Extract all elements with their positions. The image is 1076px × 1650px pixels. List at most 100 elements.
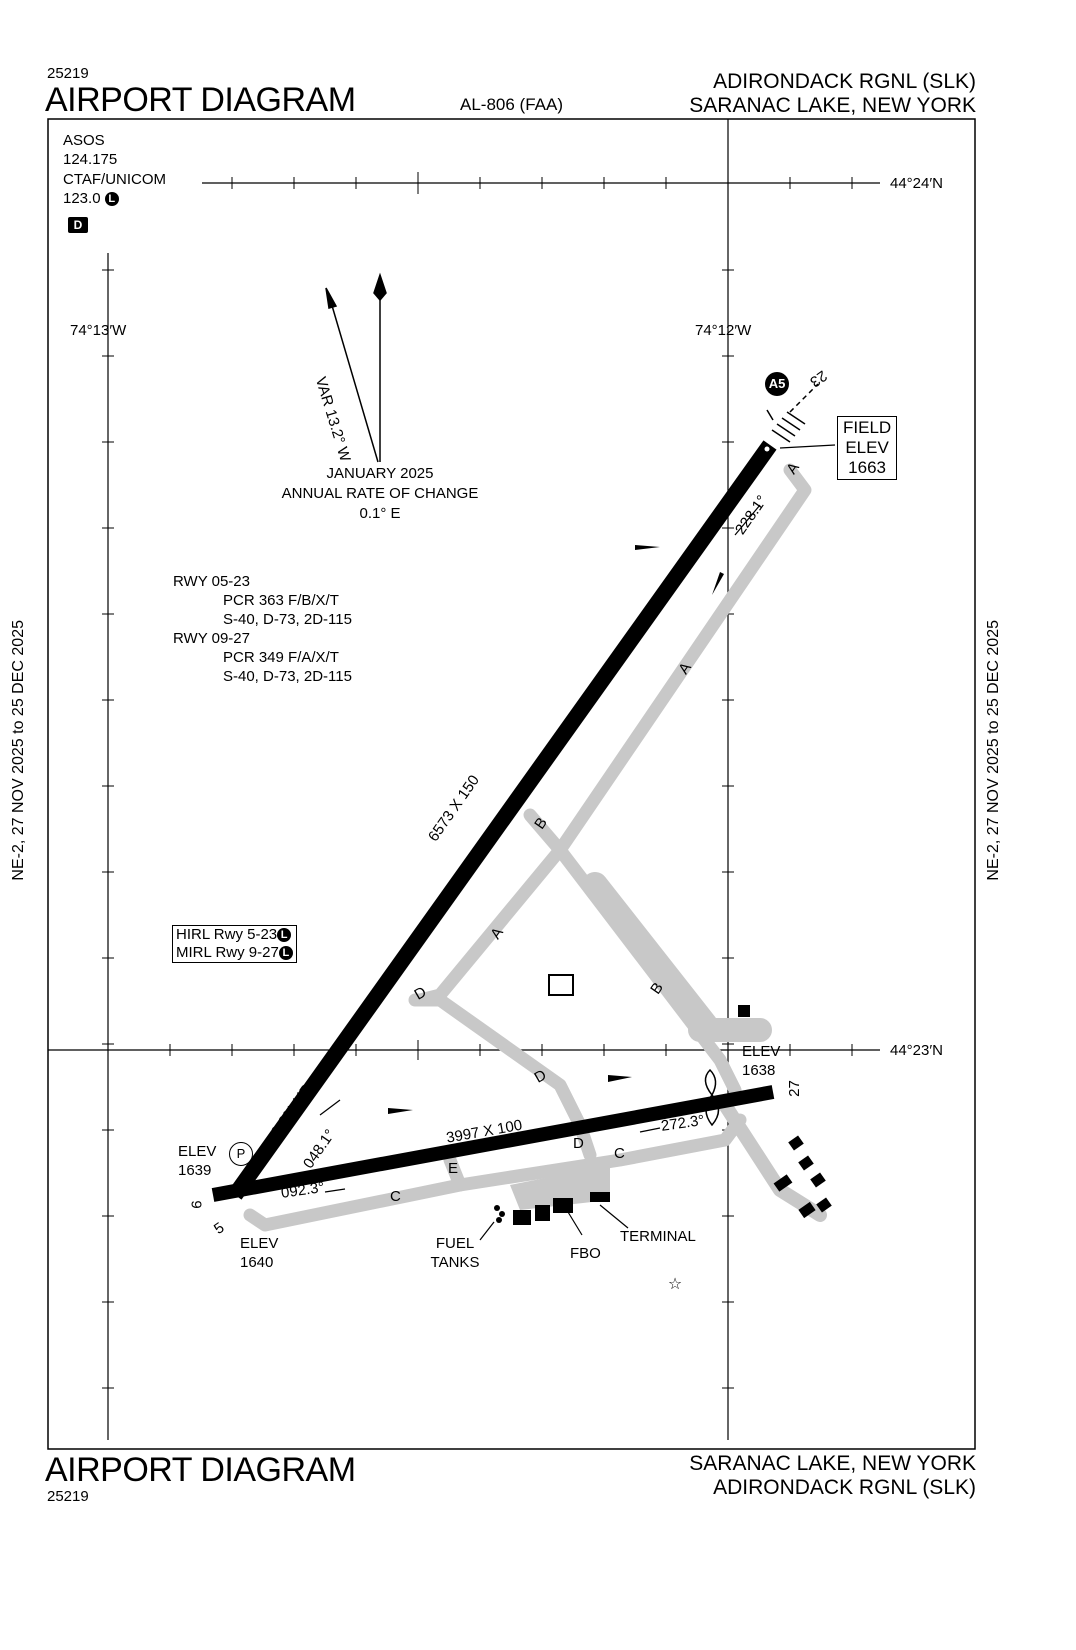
true-north-arrowhead xyxy=(373,272,387,302)
lighting-text-2: MIRL Rwy 9-27 xyxy=(176,944,279,961)
hdg-092-arrow xyxy=(324,1188,346,1193)
terminal-apron xyxy=(510,1165,610,1210)
pilot-controlled-lighting-icon: L xyxy=(104,192,119,206)
d-atis-icon: D xyxy=(68,217,88,233)
page-title-bottom: AIRPORT DIAGRAM xyxy=(45,1451,356,1489)
taxiway-label-c: C xyxy=(390,1188,401,1205)
fbo-label: FBO xyxy=(570,1245,601,1262)
ctaf-label: CTAF/UNICOM xyxy=(63,171,167,188)
tick-marks-top xyxy=(231,172,853,194)
building xyxy=(798,1155,814,1171)
fuel-tank xyxy=(499,1211,505,1217)
windcone-icon xyxy=(388,1108,413,1114)
runway-05-23 xyxy=(228,440,777,1200)
elev-value-rwy27: 1638 xyxy=(742,1062,776,1079)
page-title-top: AIRPORT DIAGRAM xyxy=(45,81,356,119)
terminal-label: TERMINAL xyxy=(620,1228,696,1245)
building xyxy=(535,1205,550,1221)
building xyxy=(553,1198,573,1213)
runway-23-approach-lights xyxy=(766,383,819,443)
latitude-bottom-label: 44°23′N xyxy=(890,1042,944,1059)
hotspot-a5-icon: A5 xyxy=(765,372,789,396)
leader-lines xyxy=(289,444,836,1241)
field-elev-leader xyxy=(779,444,836,449)
elev-label-rwy9: ELEV xyxy=(178,1143,217,1160)
elev-label-rwy5: ELEV xyxy=(240,1235,279,1252)
rwy1-pcr: PCR 363 F/B/X/T xyxy=(223,592,339,609)
taxiway-c xyxy=(243,1113,747,1232)
fuel-label-2: TANKS xyxy=(430,1254,480,1271)
ctaf-frequency: 123.0 xyxy=(63,190,101,207)
building xyxy=(738,1005,750,1017)
taxiway-label-d: D xyxy=(573,1135,584,1152)
runway-end-27: 27 xyxy=(785,1080,803,1097)
runway-end-9: 9 xyxy=(187,1200,205,1209)
city-state-top: SARANAC LAKE, NEW YORK xyxy=(689,94,976,117)
magnetic-north-line xyxy=(327,291,379,463)
latitude-top-label: 44°24′N xyxy=(890,175,944,192)
field-elevation-box: FIELD ELEV 1663 xyxy=(837,416,898,480)
city-state-bottom: SARANAC LAKE, NEW YORK xyxy=(689,1452,976,1475)
taxiway-d xyxy=(408,993,597,1162)
asos-label: ASOS xyxy=(63,132,105,149)
building xyxy=(513,1210,531,1225)
wind-tetrahedron-icon xyxy=(704,1068,720,1127)
building xyxy=(788,1135,804,1151)
hdg-048-arrow xyxy=(319,1099,341,1116)
mag-rate-value: 0.1° E xyxy=(359,505,401,522)
asos-frequency: 124.175 xyxy=(63,151,118,168)
elev-value-rwy5: 1640 xyxy=(240,1254,274,1271)
building-outline xyxy=(548,974,574,996)
airport-name-top: ADIRONDACK RGNL (SLK) xyxy=(713,70,976,93)
building xyxy=(590,1192,610,1202)
magnetic-north-arrowhead xyxy=(325,287,338,309)
runway-09-27 xyxy=(211,1085,775,1202)
windcone-icon xyxy=(608,1075,632,1082)
pcl-icon: L xyxy=(278,946,293,960)
atis-d-badge: D xyxy=(68,216,88,234)
north-arrow xyxy=(325,272,387,463)
taxiway-e xyxy=(443,1153,467,1192)
rwy1-label: RWY 05-23 xyxy=(173,573,250,590)
beacon-star-icon: ☆ xyxy=(668,1276,682,1293)
hdg-228-arrow xyxy=(734,504,761,536)
ctaf-frequency-row: 123.0 L xyxy=(63,190,119,207)
windcones xyxy=(388,545,724,1114)
mag-epoch: JANUARY 2025 xyxy=(326,465,434,482)
elev-value-rwy9: 1639 xyxy=(178,1162,212,1179)
fbo-leader xyxy=(567,1211,583,1236)
rwy2-label: RWY 09-27 xyxy=(173,630,250,647)
fuel-tank xyxy=(496,1217,502,1223)
lighting-text-1: HIRL Rwy 5-23 xyxy=(176,926,278,943)
procedure-number: AL-806 (FAA) xyxy=(460,95,563,114)
volume-number-top: 25219 xyxy=(47,65,89,82)
taxiway-label-e: E xyxy=(448,1160,459,1177)
field-elev-value: 1663 xyxy=(848,458,886,477)
volume-number-bottom: 25219 xyxy=(47,1488,89,1505)
taxiway-b-wide xyxy=(582,872,718,1038)
airport-name-bottom: ADIRONDACK RGNL (SLK) xyxy=(713,1476,976,1499)
rwy2-pcr: PCR 349 F/A/X/T xyxy=(223,649,339,666)
buildings xyxy=(494,1005,832,1225)
windcone-icon xyxy=(712,572,724,595)
pavement-notes: RWY 05-23 PCR 363 F/B/X/T S-40, D-73, 2D… xyxy=(173,572,352,686)
fuel-label-1: FUEL xyxy=(435,1235,475,1252)
field-elev-point xyxy=(764,446,770,452)
windcone-icon xyxy=(635,545,660,550)
gradient-arrow xyxy=(289,1094,311,1121)
diagram-frame xyxy=(47,118,976,1450)
field-elev-label-1: FIELD xyxy=(843,418,892,437)
tick-marks-left xyxy=(102,269,114,1389)
airport-name-text: ADIRONDACK RGNL (SLK) xyxy=(713,70,976,93)
field-elev-label-2: ELEV xyxy=(845,438,889,457)
building xyxy=(810,1172,826,1188)
rwy2-gear: S-40, D-73, 2D-115 xyxy=(223,668,352,685)
rwy1-gear: S-40, D-73, 2D-115 xyxy=(223,611,352,628)
fuel-tank xyxy=(494,1205,500,1211)
longitude-right-label: 74°12′W xyxy=(695,322,752,339)
taxiway-label-c: C xyxy=(614,1145,625,1162)
